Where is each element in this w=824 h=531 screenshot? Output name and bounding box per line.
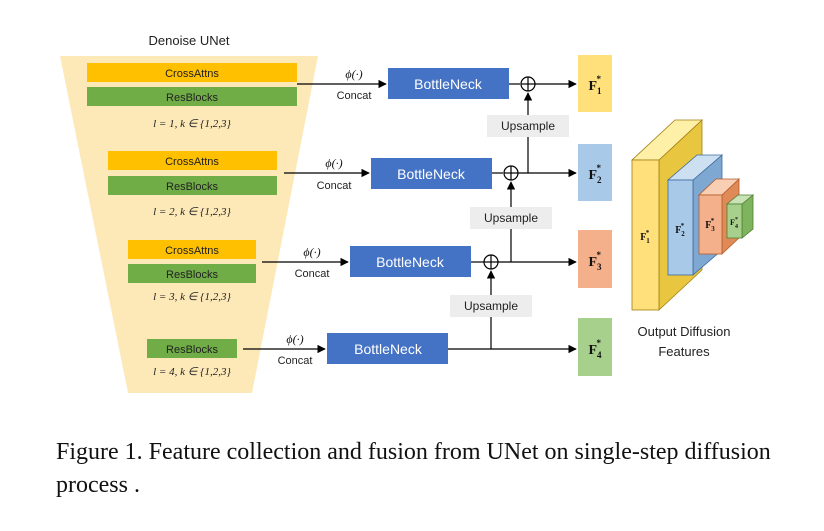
- bottleneck-block-2: [371, 158, 492, 189]
- output-cuboid-4: [725, 194, 755, 239]
- upsample-label-3: Upsample: [464, 299, 518, 313]
- concat-label-3: Concat: [295, 268, 330, 280]
- level-condition-3: l = 3, k ∈ {1,2,3}: [153, 291, 231, 303]
- feature-label-3: F3*: [588, 250, 602, 272]
- level-condition-1: l = 1, k ∈ {1,2,3}: [153, 118, 231, 130]
- feature-box-4: [578, 318, 612, 376]
- crossattn-label-1: CrossAttns: [165, 68, 219, 80]
- crossattn-block-3: [128, 240, 256, 259]
- bottleneck-label-2: BottleNeck: [397, 166, 466, 182]
- phi-label-1: ϕ(·): [345, 67, 362, 81]
- phi-label-4: ϕ(·): [286, 332, 303, 346]
- bottleneck-block-4: [327, 333, 448, 364]
- feature-label-2: F2*: [588, 163, 602, 185]
- upsample-box-2: [470, 207, 552, 229]
- output-cuboid-label-2: F2*: [675, 222, 685, 238]
- sum-node-3: [483, 254, 499, 270]
- crossattn-label-3: CrossAttns: [165, 245, 219, 257]
- concat-label-2: Concat: [317, 180, 352, 192]
- upsample-box-1: [487, 115, 569, 137]
- resblocks-label-3: ResBlocks: [166, 269, 218, 281]
- phi-label-3: ϕ(·): [303, 245, 320, 259]
- phi-label-2: ϕ(·): [325, 156, 342, 170]
- upsample-label-2: Upsample: [484, 211, 538, 225]
- output-label-line-2: Features: [658, 344, 710, 359]
- concat-label-4: Concat: [278, 355, 313, 367]
- resblocks-label-2: ResBlocks: [166, 181, 218, 193]
- feature-box-1: [578, 55, 612, 112]
- sum-node-2: [503, 165, 519, 181]
- figure-caption: Figure 1. Feature collection and fusion …: [56, 439, 771, 498]
- resblocks-label-1: ResBlocks: [166, 92, 218, 104]
- unet-funnel: [60, 56, 318, 393]
- feature-box-2: [578, 144, 612, 201]
- level-condition-2: l = 2, k ∈ {1,2,3}: [153, 206, 231, 218]
- output-label-line-1: Output Diffusion: [638, 324, 731, 339]
- resblocks-block-2: [108, 176, 277, 195]
- upsample-label-1: Upsample: [501, 119, 555, 133]
- unet-title: Denoise UNet: [149, 33, 230, 48]
- bottleneck-block-1: [388, 68, 509, 99]
- resblocks-block-4: [147, 339, 237, 358]
- level-condition-4: l = 4, k ∈ {1,2,3}: [153, 366, 231, 378]
- output-cuboid-label-3: F3*: [705, 217, 715, 233]
- crossattn-block-2: [108, 151, 277, 170]
- feature-label-1: F1*: [588, 74, 602, 96]
- sum-node-1: [520, 76, 536, 92]
- resblocks-block-1: [87, 87, 297, 106]
- feature-box-3: [578, 230, 612, 288]
- upsample-box-3: [450, 295, 532, 317]
- resblocks-block-3: [128, 264, 256, 283]
- feature-label-4: F4*: [588, 338, 602, 360]
- output-cuboid-label-1: F1*: [640, 229, 650, 245]
- bottleneck-label-4: BottleNeck: [354, 341, 423, 357]
- bottleneck-block-3: [350, 246, 471, 277]
- crossattn-label-2: CrossAttns: [165, 156, 219, 168]
- concat-label-1: Concat: [337, 90, 372, 102]
- output-cuboid-label-4: F4*: [730, 217, 738, 230]
- crossattn-block-1: [87, 63, 297, 82]
- resblocks-label-4: ResBlocks: [166, 344, 218, 356]
- bottleneck-label-1: BottleNeck: [414, 76, 483, 92]
- bottleneck-label-3: BottleNeck: [376, 254, 445, 270]
